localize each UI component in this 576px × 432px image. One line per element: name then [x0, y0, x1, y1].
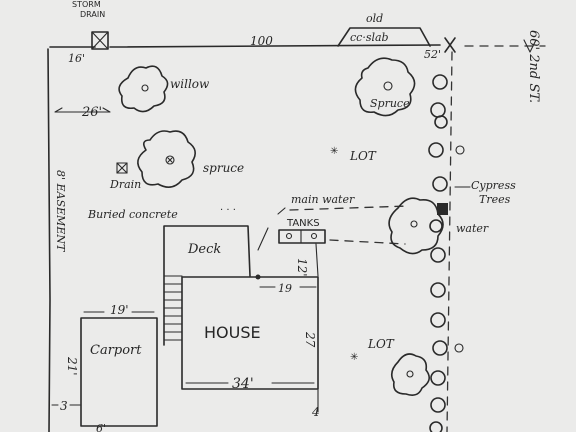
dim-3-label: 3 — [60, 399, 68, 413]
spruce-tree-left-icon — [137, 130, 196, 188]
deck-stairs — [163, 275, 183, 341]
buried-concrete-label: Buried concrete — [87, 208, 178, 221]
dim-26-label: 26' — [81, 105, 102, 120]
main-water-tick — [277, 207, 286, 215]
old-slab-label-top: old — [366, 12, 383, 25]
cypress-tree-icon — [428, 142, 444, 158]
cypress-tree-icon — [434, 115, 448, 129]
dim-21-label: 21' — [65, 356, 79, 376]
old-cc-slab-outline — [337, 27, 431, 47]
dim-34-label: 34' — [232, 376, 254, 392]
lot-top-label: LOT — [349, 149, 377, 163]
house-label: HOUSE — [204, 323, 261, 342]
deck-label: Deck — [187, 242, 221, 257]
dim-4-label: 4 — [311, 405, 320, 419]
cypress-tree-icon — [429, 421, 443, 432]
corner-marker-icon — [444, 37, 456, 53]
large-tree-east-icon — [388, 197, 444, 255]
carport-outline — [80, 317, 158, 427]
dim-19-carport-label: 19' — [110, 303, 129, 317]
septic-tanks — [278, 229, 326, 244]
drain-icon — [116, 162, 128, 174]
dim-12-label: 12' — [295, 258, 309, 277]
cypress-tree-icon — [430, 247, 446, 263]
easement-label: 8' EASEMENT — [54, 170, 67, 253]
cypress-tree-icon — [432, 176, 448, 192]
carport-label: Carport — [90, 343, 142, 358]
dim-19-house-label: 19 — [278, 282, 292, 295]
spruce-tree-right-icon — [354, 57, 416, 117]
cypress-tree-icon — [430, 282, 446, 298]
cypress-tree-icon — [432, 340, 448, 356]
house-corner-point — [255, 274, 261, 280]
dim-16-label: 16' — [68, 52, 85, 65]
cypress-tree-icon — [455, 145, 465, 155]
east-property-line — [446, 51, 453, 432]
main-water-line — [289, 205, 409, 211]
cypress-tree-row — [428, 74, 465, 432]
drain-label: Drain — [109, 178, 141, 191]
dim-27-label: 27 — [303, 331, 317, 348]
deck-outline — [163, 225, 251, 346]
street-arrow-icon — [523, 39, 537, 53]
dim-6-label: 6' — [96, 422, 106, 432]
house-outline — [181, 276, 319, 390]
west-property-line — [47, 48, 51, 432]
cypress-tree-icon — [430, 312, 446, 328]
dim-52-label: 52' — [424, 48, 441, 61]
cypress-tree-icon — [429, 219, 443, 233]
water-label: water — [456, 222, 489, 235]
north-property-line — [49, 44, 441, 48]
tanks-label: TANKS — [286, 218, 320, 229]
cypress-tree-icon — [430, 370, 446, 386]
willow-tree-icon — [118, 65, 169, 113]
street-label: 60' 2nd ST. — [526, 30, 541, 103]
lot-marker-top: ✳ — [330, 146, 338, 157]
tree-southeast-icon — [390, 353, 430, 396]
dim-12-arrow — [315, 243, 319, 277]
storm-drain-icon — [91, 31, 109, 50]
dim-100-label: 100 — [250, 34, 273, 48]
willow-label: willow — [170, 77, 210, 91]
tank-connection — [257, 227, 269, 251]
old-slab-label-bottom: cc·slab — [350, 31, 389, 44]
cypress-tree-icon — [430, 102, 446, 118]
cypress-tree-icon — [432, 74, 448, 90]
main-water-label: main water — [291, 193, 355, 206]
cypress-tree-icon — [430, 397, 446, 413]
cypress-tree-icon — [454, 343, 464, 353]
lot-marker-bottom: ✳ — [350, 352, 358, 363]
lot-bottom-label: LOT — [367, 337, 395, 351]
dim-26-arrow — [54, 107, 111, 113]
spruce-left-label: spruce — [203, 161, 244, 175]
buried-concrete-dots: · · · — [220, 205, 236, 216]
water-meter-icon — [437, 203, 448, 215]
spruce-right-label: Spruce — [370, 97, 410, 110]
